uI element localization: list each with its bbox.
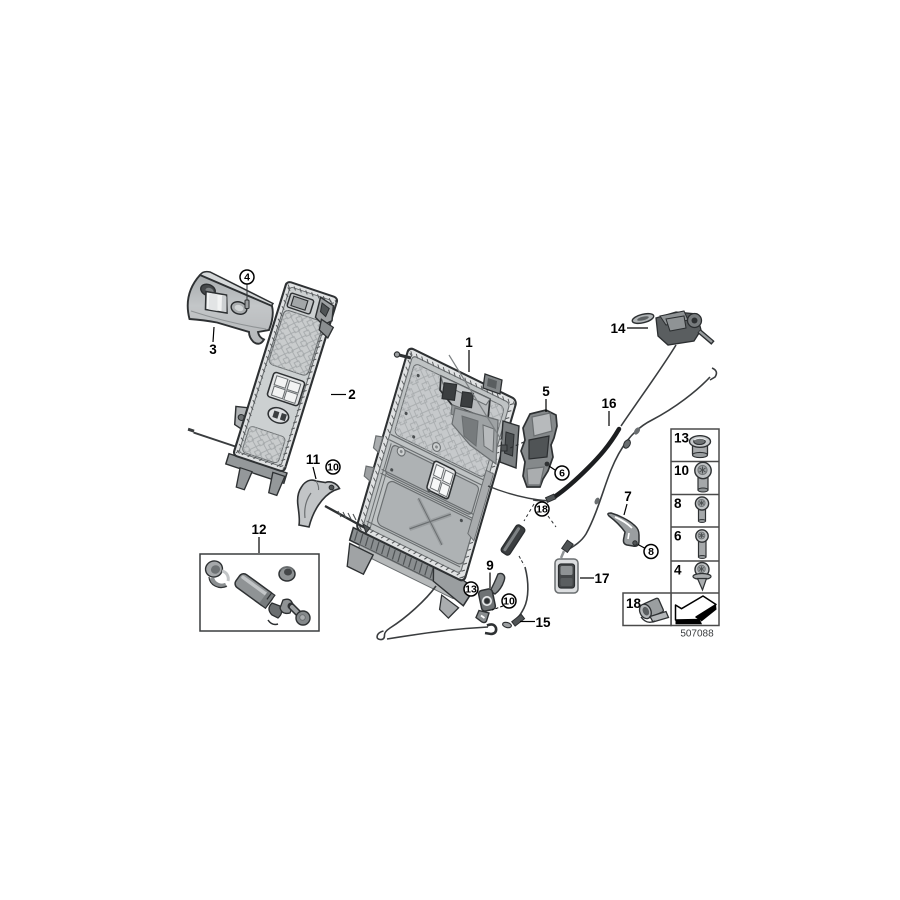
svg-text:4: 4: [674, 563, 682, 578]
svg-text:14: 14: [610, 321, 626, 336]
svg-text:17: 17: [594, 571, 609, 586]
svg-text:6: 6: [674, 529, 682, 544]
svg-text:2: 2: [348, 387, 356, 402]
svg-text:13: 13: [465, 584, 477, 596]
svg-text:16: 16: [601, 396, 617, 411]
svg-text:10: 10: [327, 462, 339, 474]
svg-text:6: 6: [559, 468, 565, 480]
svg-text:18: 18: [626, 596, 642, 611]
svg-text:13: 13: [674, 431, 690, 446]
svg-text:9: 9: [486, 558, 494, 573]
svg-text:7: 7: [624, 489, 632, 504]
svg-text:1: 1: [465, 335, 473, 350]
svg-text:3: 3: [209, 342, 217, 357]
svg-text:5: 5: [542, 384, 550, 399]
svg-text:18: 18: [536, 504, 548, 516]
svg-text:11: 11: [306, 452, 321, 467]
svg-text:10: 10: [674, 463, 689, 478]
svg-text:4: 4: [244, 272, 250, 284]
svg-text:8: 8: [648, 546, 654, 558]
svg-text:15: 15: [535, 615, 551, 630]
svg-text:507088: 507088: [680, 629, 714, 640]
svg-text:8: 8: [674, 496, 682, 511]
svg-text:12: 12: [251, 522, 266, 537]
svg-text:10: 10: [503, 596, 515, 608]
